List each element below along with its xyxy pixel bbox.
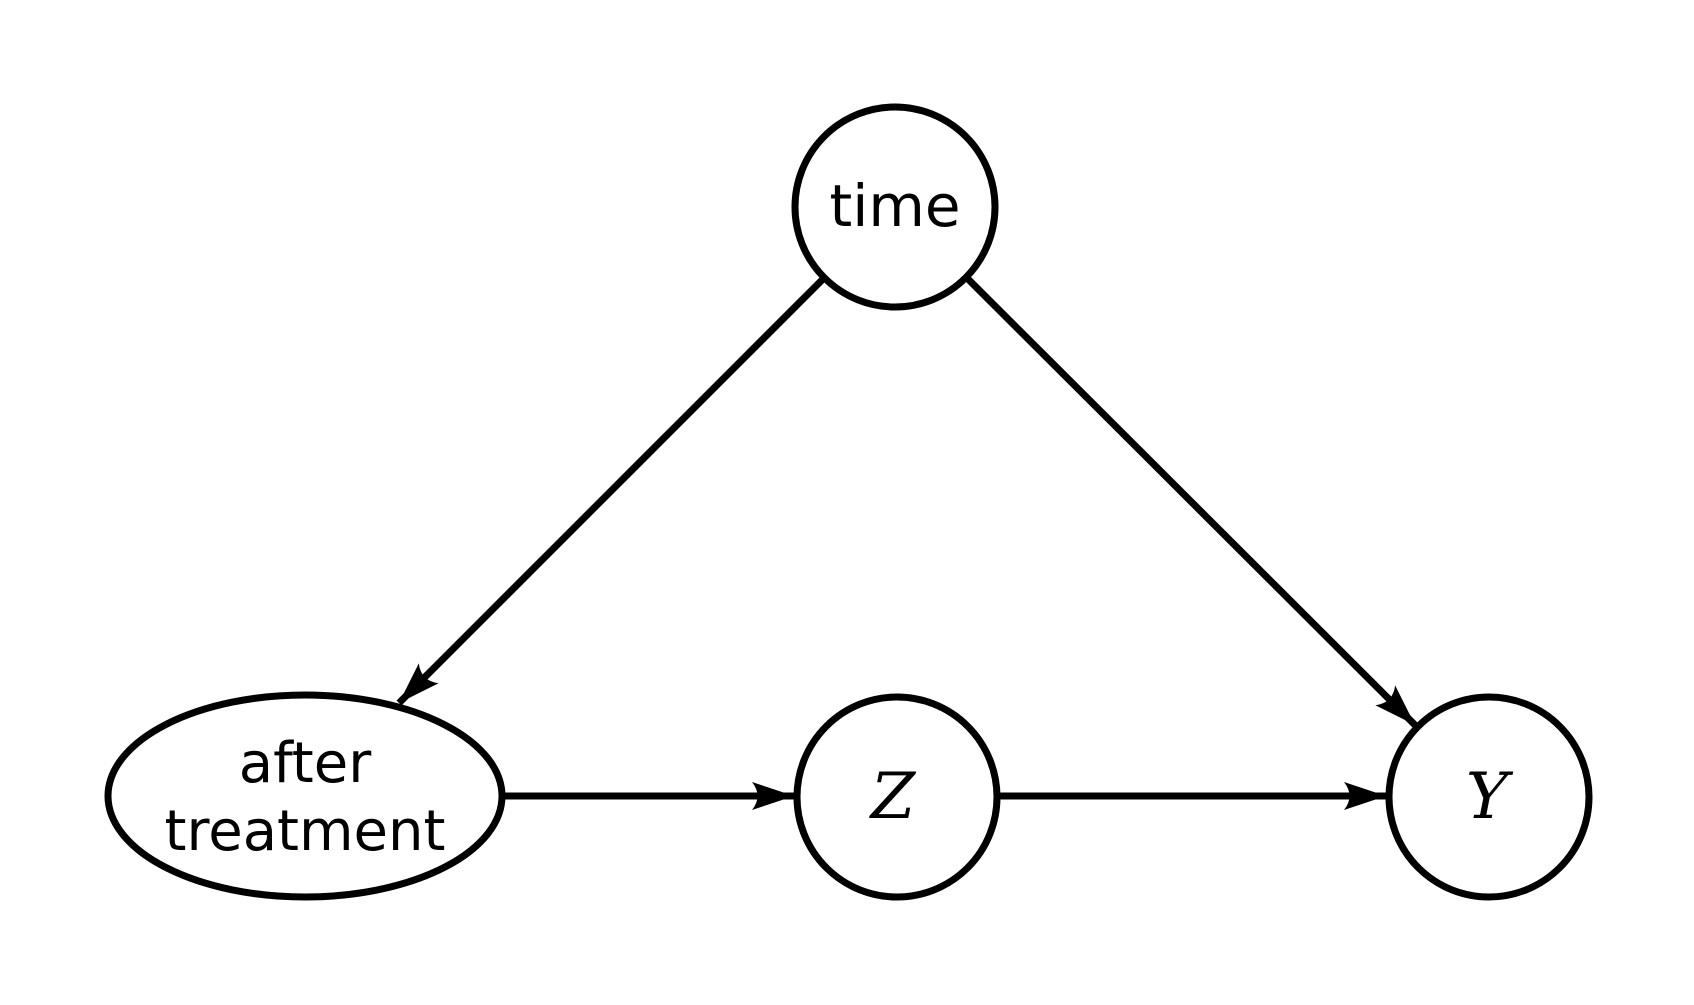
z-node-circle <box>793 693 1001 901</box>
y-node-label: Y <box>1466 760 1514 834</box>
node-time: time <box>791 103 999 311</box>
edge-time-to-y <box>964 275 1418 728</box>
after-treatment-node-ellipse <box>104 691 506 901</box>
z-node-label: Z <box>869 760 917 834</box>
after-treatment-label-line2: treatment <box>165 799 446 864</box>
y-node-circle <box>1385 693 1593 901</box>
node-after-treatment: after treatment <box>104 691 506 901</box>
edge-time-to-after-treatment <box>396 275 827 706</box>
time-node-label: time <box>829 172 960 240</box>
node-y: Y <box>1385 693 1593 901</box>
edges-layer <box>396 275 1418 810</box>
time-node-circle <box>791 103 999 311</box>
after-treatment-label-line1: after <box>239 731 372 796</box>
node-z: Z <box>793 693 1001 901</box>
